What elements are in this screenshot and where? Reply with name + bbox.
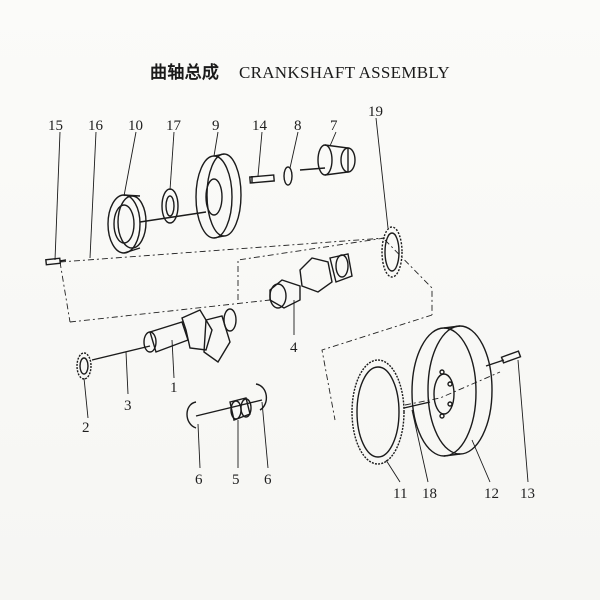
part-14-bolt	[249, 174, 275, 184]
leader-lines	[54, 117, 529, 483]
part-12-flywheel	[411, 325, 493, 457]
callout-1: 1	[170, 380, 178, 396]
callout-5: 5	[232, 472, 240, 488]
part-18-pin	[403, 401, 431, 409]
callout-18: 18	[422, 486, 437, 502]
page-title: 曲轴总成 CRANKSHAFT ASSEMBLY	[0, 58, 600, 83]
callout-9: 9	[212, 118, 220, 134]
assembly-center-lines	[59, 237, 501, 421]
callout-17: 17	[166, 118, 182, 134]
callout-11: 11	[393, 486, 407, 502]
callout-19: 19	[368, 104, 383, 120]
callout-3: 3	[124, 398, 132, 414]
callout-6-right: 6	[264, 472, 272, 488]
part-6-clip-left	[186, 401, 197, 429]
callout-14: 14	[252, 118, 268, 134]
part-7-hub	[299, 144, 356, 176]
part-11-ring-gear	[351, 359, 405, 465]
callout-15: 15	[48, 118, 63, 134]
callout-2: 2	[82, 420, 90, 436]
callout-12: 12	[484, 486, 499, 502]
part-9-disk	[195, 153, 242, 239]
part-4-crankshaft	[269, 253, 353, 309]
callout-6-left: 6	[195, 472, 203, 488]
callout-10: 10	[128, 118, 143, 134]
part-10-pulley	[107, 194, 207, 254]
part-6-clip-right	[255, 383, 267, 411]
title-english: CRANKSHAFT ASSEMBLY	[238, 63, 450, 82]
callout-7: 7	[330, 118, 338, 134]
part-15-bolt	[45, 257, 67, 266]
callout-16: 16	[88, 118, 104, 134]
part-5-bearing	[229, 397, 252, 421]
part-2-gear	[76, 352, 92, 380]
callout-13: 13	[520, 486, 535, 502]
title-chinese: 曲轴总成	[150, 63, 220, 83]
part-3-key	[91, 345, 151, 361]
callout-4: 4	[290, 340, 298, 356]
callout-8: 8	[294, 118, 302, 134]
part-13-bolt	[485, 350, 522, 367]
part-8-washer	[283, 166, 293, 186]
part-19-gear	[381, 226, 403, 278]
callout-labels: 15 16 10 17 9 14 8 7 19 4 1 2 3 6 5 6 11…	[48, 104, 535, 502]
part-1-crankshaft	[143, 308, 237, 364]
